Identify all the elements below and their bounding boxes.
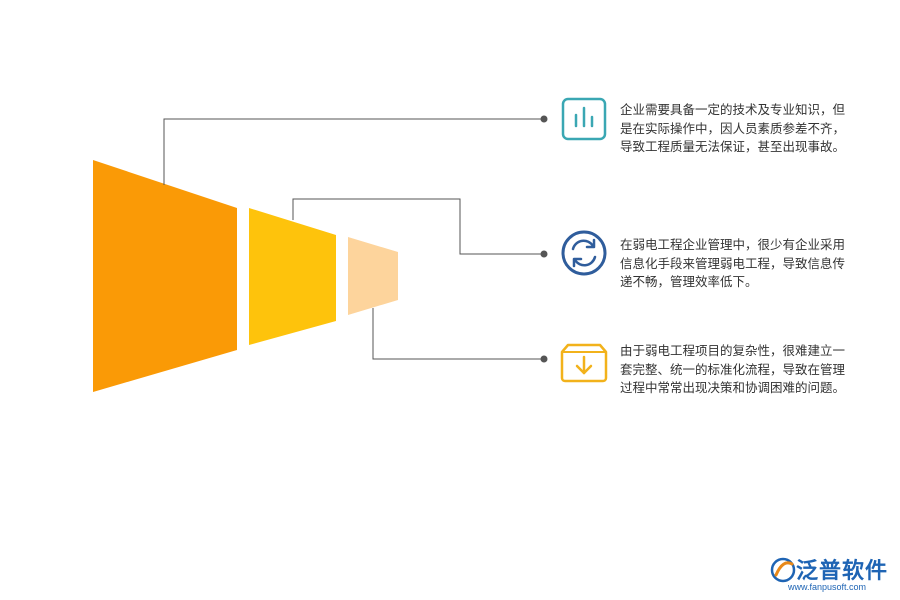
connector-line-2 <box>292 198 544 255</box>
item-2-description: 在弱电工程企业管理中，很少有企业采用信息化手段来管理弱电工程，导致信息传递不畅，… <box>620 238 846 289</box>
funnel-segment-3 <box>348 237 398 315</box>
connector-dot-1 <box>540 115 548 123</box>
bar-chart-icon <box>561 97 607 141</box>
connector-line-3 <box>372 308 544 360</box>
connector-dot-3 <box>540 355 548 363</box>
brand-logo: 泛普软件 www.fanpusoft.com <box>768 553 893 599</box>
funnel-segment-1 <box>93 160 237 392</box>
logo-mark-icon <box>770 557 796 583</box>
logo-url: www.fanpusoft.com <box>788 582 867 592</box>
download-tray-icon <box>560 343 608 383</box>
connector-line-1 <box>163 118 544 185</box>
logo-name: 泛普软件 <box>796 559 889 584</box>
refresh-cycle-icon <box>561 230 607 276</box>
item-1-description: 企业需要具备一定的技术及专业知识，但是在实际操作中，因人员素质参差不齐，导致工程… <box>620 103 846 154</box>
connector-dot-2 <box>540 250 548 258</box>
funnel-segment-2 <box>249 208 336 345</box>
item-3-description: 由于弱电工程项目的复杂性，很难建立一套完整、统一的标准化流程，导致在管理过程中常… <box>620 344 846 395</box>
